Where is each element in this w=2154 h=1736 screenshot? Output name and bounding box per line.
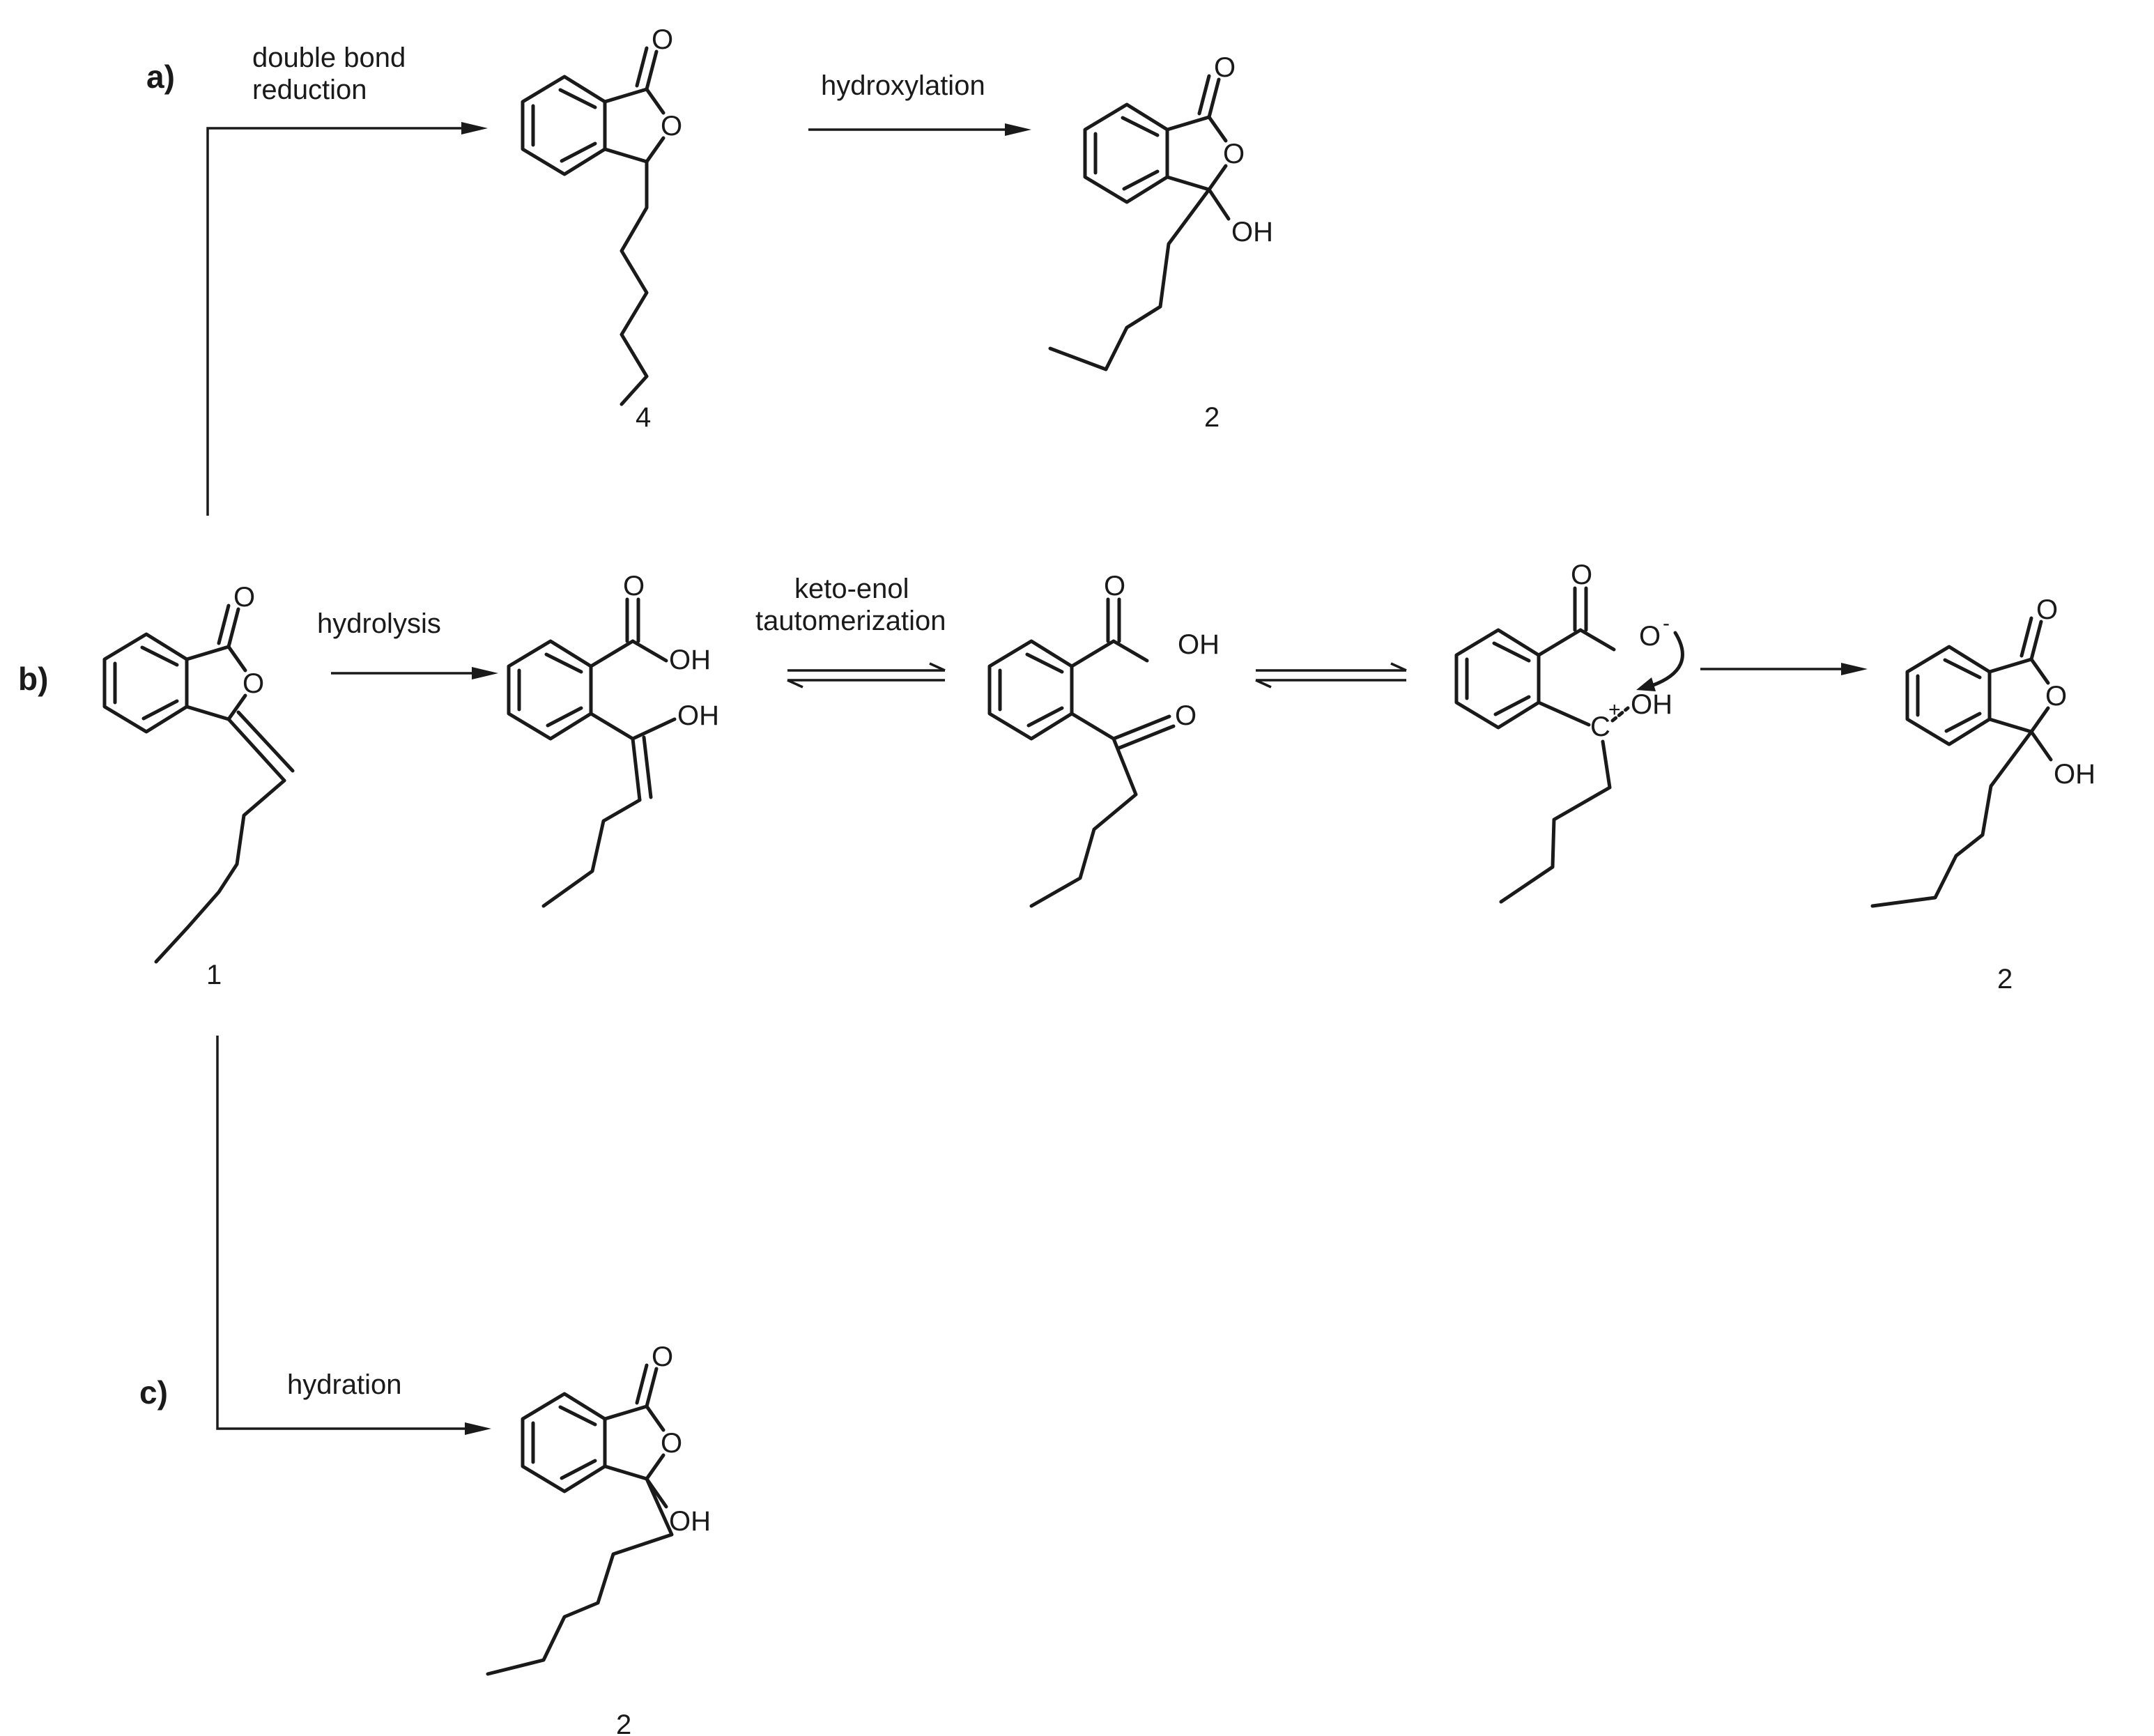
svg-text:OH: OH — [1231, 217, 1273, 247]
enol-acid-structure: O OH OH — [509, 571, 719, 908]
route-a: a) double bond reduction 4 hydroxylation… — [146, 24, 1273, 516]
svg-text:OH: OH — [1631, 689, 1672, 720]
svg-text:OH: OH — [669, 1506, 711, 1537]
svg-text:OH: OH — [677, 700, 719, 731]
compound-2-number-c: 2 — [616, 1710, 631, 1736]
compound-4-number: 4 — [636, 402, 651, 433]
svg-text:O: O — [1639, 621, 1661, 652]
svg-text:O: O — [1104, 571, 1125, 601]
compound-2-structure-b: OH — [1870, 594, 2095, 908]
keto-enol-label: keto-enol — [794, 574, 909, 604]
svg-text:OH: OH — [2054, 759, 2095, 790]
route-b: b) 1 hydrolysis O OH OH — [18, 560, 2095, 994]
compound-1-structure — [105, 582, 295, 964]
route-a-label: a) — [146, 59, 175, 95]
double-bond-reduction-label: double bond — [252, 43, 406, 73]
svg-text:-: - — [1663, 612, 1670, 635]
equilibrium-arrows-1 — [787, 662, 946, 689]
compound-2-structure-a: OH — [1048, 52, 1273, 371]
compound-2-number-a: 2 — [1204, 402, 1220, 433]
carbocation-intermediate-structure: O O - C + OH — [1456, 560, 1684, 904]
tautomerization-label: tautomerization — [755, 606, 946, 636]
branch-arrow-a — [206, 127, 474, 516]
keto-acid-structure: O OH O — [990, 571, 1220, 908]
svg-text:O: O — [623, 571, 645, 601]
double-bond-reduction-label-line2: reduction — [252, 75, 367, 105]
compound-2-number-b: 2 — [1997, 964, 2013, 994]
hydration-label: hydration — [287, 1369, 402, 1400]
compound-4-structure — [523, 24, 682, 406]
compound-2-structure-c: OH — [486, 1342, 711, 1676]
svg-text:O: O — [1175, 700, 1197, 731]
route-b-label: b) — [18, 661, 48, 697]
svg-text:C: C — [1590, 712, 1610, 742]
svg-text:O: O — [1571, 560, 1592, 590]
route-c: c) hydration OH 2 — [139, 1036, 711, 1736]
equilibrium-arrows-2 — [1255, 662, 1407, 689]
compound-1-number: 1 — [206, 960, 222, 990]
route-c-label: c) — [139, 1374, 168, 1411]
svg-text:OH: OH — [1178, 629, 1220, 660]
hydroxylation-label: hydroxylation — [821, 70, 985, 101]
branch-arrow-c — [216, 1036, 477, 1430]
hydrolysis-label: hydrolysis — [317, 608, 441, 639]
svg-text:OH: OH — [669, 645, 711, 675]
